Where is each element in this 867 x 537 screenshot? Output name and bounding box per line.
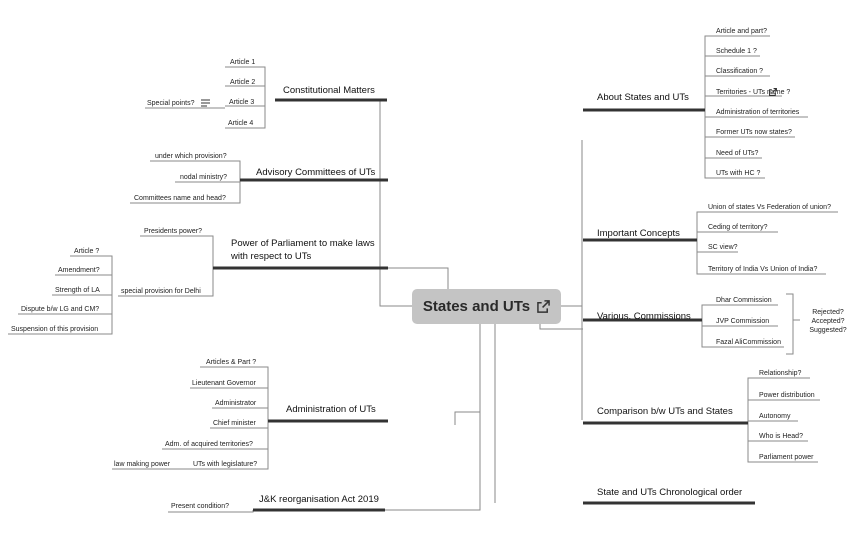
delhi-strength-la[interactable]: Strength of LA (55, 287, 100, 294)
external-link-icon[interactable] (769, 88, 777, 96)
concept-territory-vs-union[interactable]: Territory of India Vs Union of India? (708, 266, 818, 273)
commission-fazal-ali[interactable]: Fazal AliCommission (716, 339, 781, 346)
comparison-power-distribution[interactable]: Power distribution (759, 392, 815, 399)
constitutional-article-3[interactable]: Article 3 (229, 99, 255, 106)
branch-power-of-parliament-line2[interactable]: with respect to UTs (231, 251, 312, 262)
constitutional-article-2[interactable]: Article 2 (230, 79, 256, 86)
comparison-who-is-head[interactable]: Who is Head? (759, 433, 803, 440)
branch-constitutional-matters[interactable]: Constitutional Matters (283, 85, 375, 96)
presidents-power[interactable]: Presidents power? (144, 228, 202, 235)
about-need-of-uts[interactable]: Need of UTs? (716, 150, 759, 157)
comparison-autonomy[interactable]: Autonomy (759, 413, 791, 420)
admin-articles-part[interactable]: Articles & Part ? (206, 359, 257, 366)
admin-acquired-territories[interactable]: Adm. of acquired territories? (165, 441, 253, 448)
advisory-committees-head[interactable]: Committees name and head? (134, 195, 226, 202)
central-topic-label: States and UTs (422, 298, 531, 315)
about-schedule-1[interactable]: Schedule 1 ? (716, 48, 757, 55)
branch-various-commissions[interactable]: Various. Commissions (597, 311, 691, 322)
advisory-nodal-ministry[interactable]: nodal ministry? (180, 174, 228, 181)
about-former-uts[interactable]: Former UTs now states? (716, 129, 792, 136)
branch-advisory-committees[interactable]: Advisory Committees of UTs (256, 167, 376, 178)
branch-chronological-order[interactable]: State and UTs Chronological order (597, 487, 743, 498)
about-uts-with-hc[interactable]: UTs with HC ? (716, 170, 761, 177)
branch-comparison[interactable]: Comparison b/w UTs and States (597, 406, 733, 417)
comparison-parliament-power[interactable]: Parliament power (759, 454, 814, 461)
external-link-icon[interactable] (537, 300, 550, 313)
special-provision-delhi[interactable]: special provision for Delhi (121, 288, 201, 295)
admin-law-making-power[interactable]: law making power (114, 461, 171, 468)
concept-sc-view[interactable]: SC view? (708, 244, 738, 251)
admin-administrator[interactable]: Administrator (215, 400, 257, 407)
admin-chief-minister[interactable]: Chief minister (213, 420, 256, 427)
about-classification[interactable]: Classification ? (716, 68, 764, 75)
advisory-provision[interactable]: under which provision? (155, 153, 227, 160)
commission-dhar[interactable]: Dhar Commission (716, 297, 772, 304)
delhi-dispute[interactable]: Dispute b/w LG and CM? (21, 306, 100, 313)
branch-power-of-parliament-line1[interactable]: Power of Parliament to make laws (231, 238, 375, 249)
summary-suggested: Suggested? (809, 327, 847, 334)
summary-rejected: Rejected? (812, 309, 844, 316)
notes-icon[interactable] (201, 99, 210, 107)
special-points[interactable]: Special points? (147, 100, 195, 107)
admin-lieutenant-governor[interactable]: Lieutenant Governor (192, 380, 256, 387)
concept-ceding-territory[interactable]: Ceding of territory? (708, 224, 768, 231)
concept-union-vs-federation[interactable]: Union of states Vs Federation of union? (708, 204, 831, 211)
admin-uts-with-legislature[interactable]: UTs with legislature? (193, 461, 258, 468)
branch-important-concepts[interactable]: Important Concepts (597, 228, 680, 239)
commission-jvp[interactable]: JVP Commission (716, 318, 770, 325)
branch-jk-reorganisation[interactable]: J&K reorganisation Act 2019 (259, 494, 379, 505)
comparison-relationship[interactable]: Relationship? (759, 370, 802, 377)
branch-administration-of-uts[interactable]: Administration of UTs (286, 404, 376, 415)
about-territories-uts-name[interactable]: Territories - UTs name ? (716, 89, 791, 96)
about-administration-territories[interactable]: Administration of territories (716, 109, 800, 116)
summary-accepted: Accepted? (811, 318, 845, 325)
delhi-article[interactable]: Article ? (74, 248, 100, 255)
central-topic[interactable]: States and UTs (412, 289, 561, 324)
jk-present-condition[interactable]: Present condition? (171, 503, 229, 510)
branch-about-states-uts[interactable]: About States and UTs (597, 92, 689, 103)
constitutional-article-1[interactable]: Article 1 (230, 59, 256, 66)
about-article-part[interactable]: Article and part? (716, 28, 767, 35)
commissions-summary[interactable]: Rejected? Accepted? Suggested? (797, 308, 859, 335)
constitutional-article-4[interactable]: Article 4 (228, 120, 254, 127)
delhi-amendment[interactable]: Amendment? (58, 267, 100, 274)
delhi-suspension[interactable]: Suspension of this provision (11, 326, 99, 333)
